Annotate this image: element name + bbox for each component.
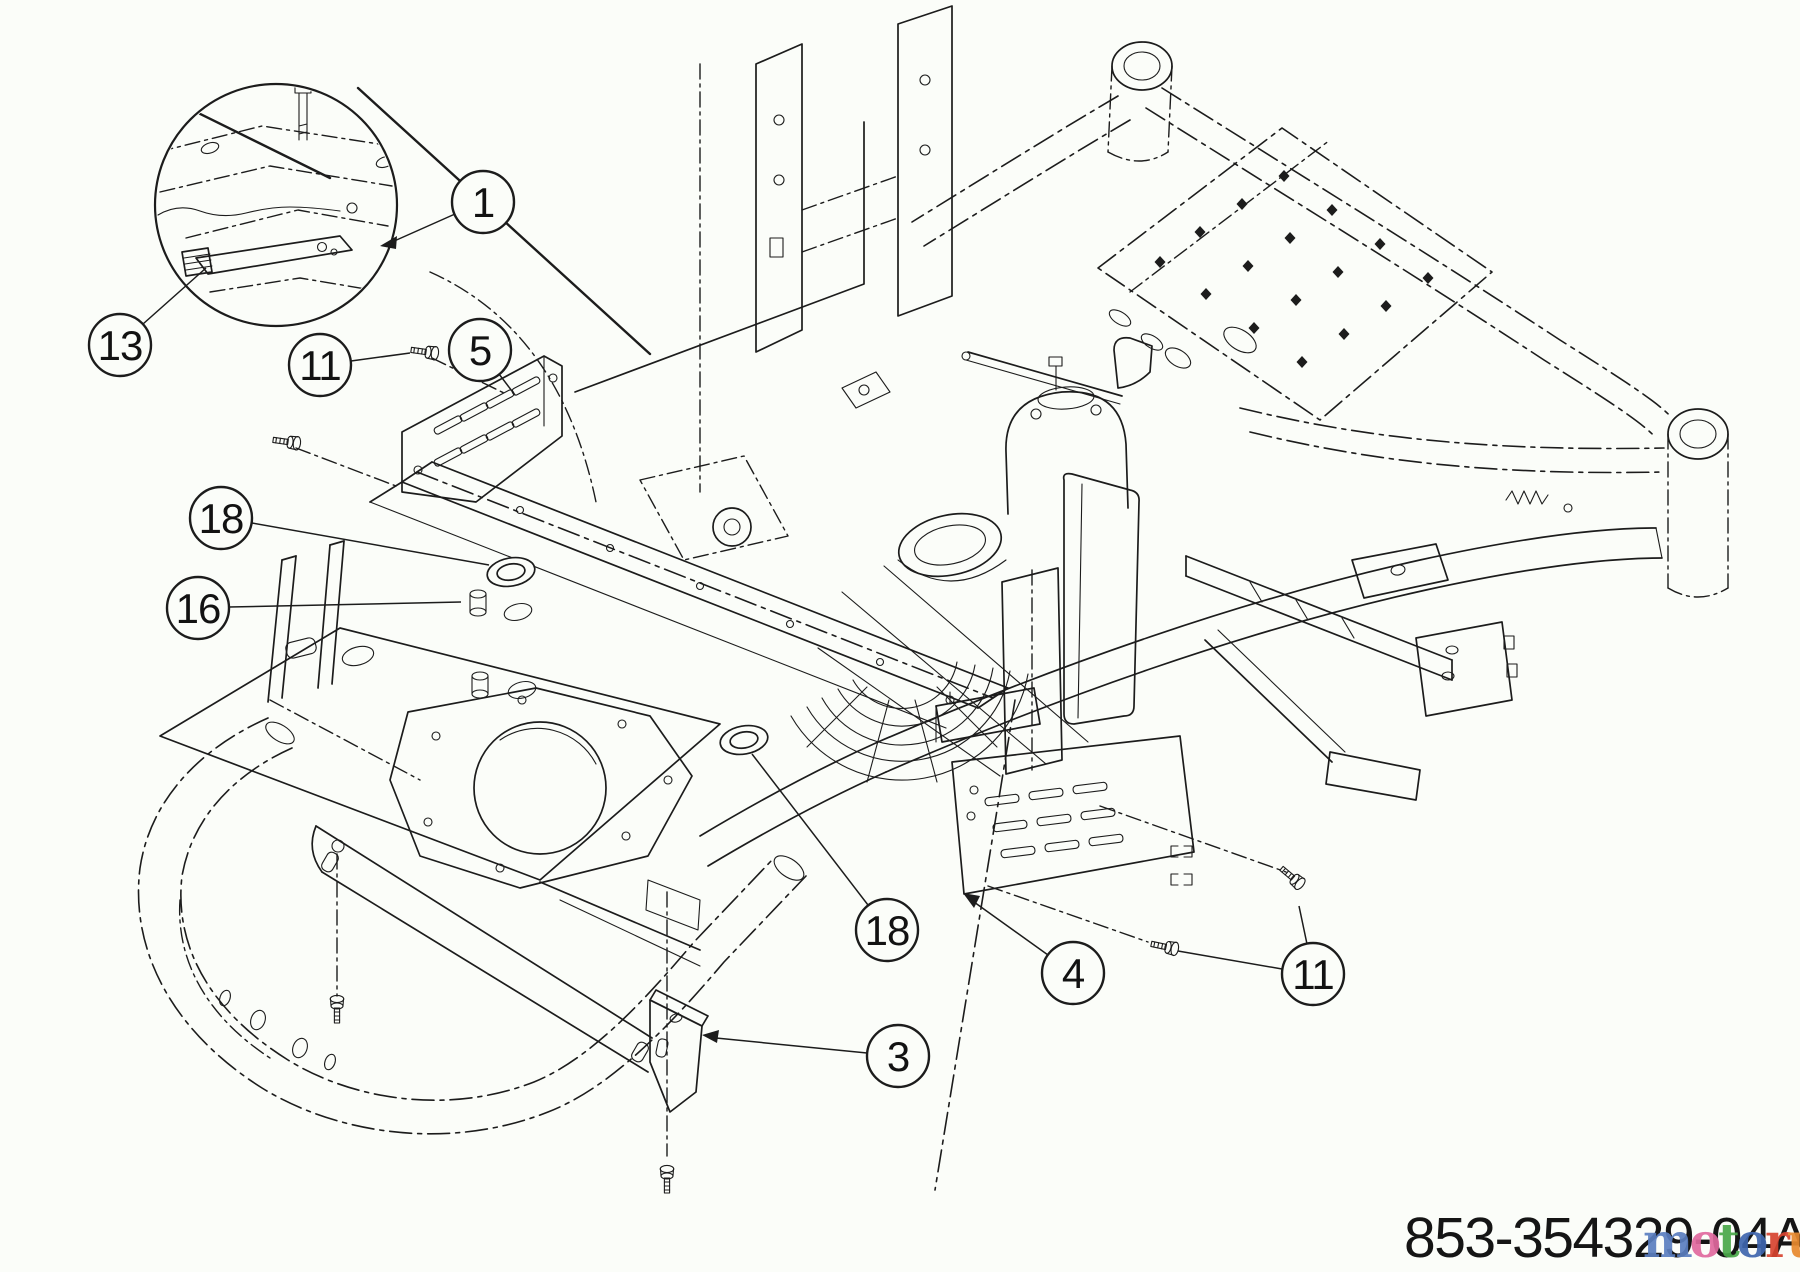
callout-5: 5 [447,317,513,383]
callout-11-right: 11 [1280,941,1346,1007]
spring [1505,490,1549,505]
grommet-left [486,556,536,588]
vent-slots-5 [433,376,541,467]
engine-assembly [639,336,1153,783]
grommet-right [719,724,769,756]
left-chassis [159,461,1009,967]
cable-clips [1170,845,1193,886]
callout-18-right: 18 [854,897,920,963]
floor-pan-plugs [469,589,537,700]
callout-18-left: 18 [188,485,254,551]
detail-bubble [153,82,399,328]
vent-slots-4 [984,781,1124,859]
callout-3: 3 [865,1023,931,1089]
callout-1: 1 [450,169,516,235]
leader-lines [142,213,1308,1054]
callout-16: 16 [165,575,231,641]
upper-plates [356,5,953,493]
watermark-logo: motoruf.de [1643,1214,1800,1269]
callout-18-left-label: 18 [199,495,244,542]
callout-18-right-label: 18 [865,907,910,954]
callout-11-right-label: 11 [1292,951,1334,998]
latch-block-13 [181,247,213,277]
callout-13: 13 [87,312,153,378]
callouts: 1 13 11 5 18 16 18 4 [87,169,1346,1089]
callout-4: 4 [1040,940,1106,1006]
vent-panel-5 [401,271,597,503]
right-brackets [1185,543,1518,801]
seat-plate-holes [1154,170,1434,368]
callout-4-label: 4 [1062,950,1085,997]
vent-panel-4 [951,735,1195,895]
callout-13-label: 13 [98,322,143,369]
front-bumper [137,717,807,1157]
callout-5-label: 5 [469,327,491,374]
callout-11-top: 11 [287,332,353,398]
part-number: 853-354329-04A [1404,1206,1800,1270]
callout-11-top-label: 11 [299,342,341,389]
callout-3-label: 3 [887,1033,909,1080]
callout-1-label: 1 [472,179,494,226]
bracket-3 [649,989,709,1113]
right-frame [699,41,1729,867]
callout-16-label: 16 [176,585,221,632]
